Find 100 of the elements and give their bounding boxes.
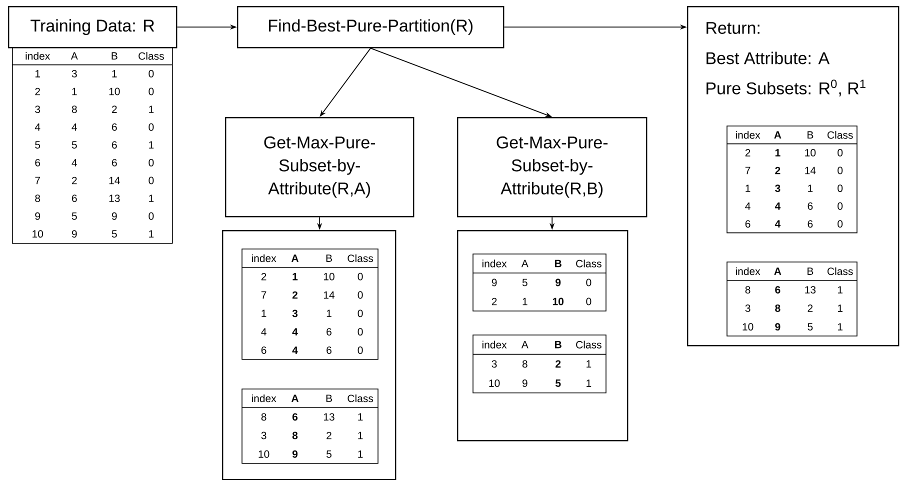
table-cell: 3 [35,106,40,114]
table-cell: 4 [292,346,298,354]
table-cell: 9 [292,450,298,458]
table-cell: 0 [838,184,843,192]
table-cell: 4 [34,124,40,131]
table-cell: 10 [552,298,564,306]
table-cell: 1 [292,273,298,280]
table-cell: Class [138,52,164,60]
table-cell: 9 [492,278,497,286]
table-cell: 0 [586,298,592,306]
process-box: Get-Max-Pure-Subset-by-Attribute(R,B) [457,117,648,218]
table-cell: 4 [292,328,298,336]
table-cell: 8 [35,194,40,202]
table-cell: A [291,394,298,402]
table-cell: 4 [745,202,750,210]
table-cell: 2 [745,149,750,156]
table-cell: index [736,267,760,276]
table-cell: 0 [358,346,363,354]
table-cell: 0 [148,123,154,131]
table-cell: 10 [109,88,120,96]
table-cell: 1 [262,310,266,318]
table-cell: 5 [112,230,117,238]
table-cell: 8 [292,432,298,440]
table-cell: 2 [775,166,780,174]
table-cell: 10 [742,323,754,331]
output-box [222,230,396,480]
table-cell: 0 [838,166,843,174]
table-cell: 8 [522,360,528,368]
table-cell: 6 [292,413,298,421]
table-cell: 5 [72,141,77,149]
table-cell: A [774,268,782,275]
table-cell: 1 [522,298,528,306]
table-cell: 4 [261,328,266,336]
table-cell: A [291,254,298,262]
table-cell: 1 [149,141,154,149]
table-cell: 10 [258,450,270,458]
table-cell: 9 [556,278,561,286]
table-cell: Class [348,254,374,262]
table-cell: 2 [35,88,40,96]
table-cell: 6 [112,123,117,131]
table-cell: 4 [72,159,77,166]
table-cell: 9 [35,212,40,220]
table-cell: 9 [72,230,77,238]
table-cell: 5 [72,212,77,220]
table-cell: 1 [112,70,117,78]
table-cell: 1 [149,230,154,238]
table-cell: B [555,341,562,348]
table-cell: 2 [112,106,117,113]
table-cell: 2 [326,432,332,440]
table-cell: 3 [261,432,266,440]
table-cell: Class [828,267,853,276]
table-cell: 1 [72,88,77,96]
table-cell: 1 [838,304,842,312]
table-cell: B [112,52,118,60]
table-cell: 10 [805,149,816,156]
table-cell: 13 [805,286,816,294]
table-cell: 6 [808,202,813,210]
table-cell: 6 [326,328,332,336]
table-cell: B [555,260,562,268]
table-cell: 9 [112,212,117,220]
table-cell: Class [828,131,853,139]
table-cell: 13 [324,413,334,421]
input-box: Training Data: R [8,6,178,48]
table-cell: 9 [522,380,528,387]
table-cell: 10 [32,230,44,238]
table-cell: index [736,131,760,139]
table-cell: 6 [326,346,332,354]
table-cell: 6 [261,346,266,354]
table-cell: 9 [775,323,780,331]
table-cell: 2 [808,304,813,312]
table-cell: 5 [35,141,40,149]
table-cell: 1 [149,106,154,113]
table-cell: 14 [324,291,335,299]
table-cell: 0 [148,159,154,166]
table-cell: A [521,341,528,348]
table-cell: 6 [112,141,117,149]
table-cell: 0 [358,328,363,336]
table-cell: 7 [261,291,266,299]
table-cell: Class [576,340,602,348]
table-cell: 0 [838,149,843,156]
table-cell: 2 [292,291,298,299]
table-cell: 6 [112,159,117,166]
table-cell: 5 [556,380,561,387]
table-cell: index [482,260,507,268]
table-cell: 10 [489,380,500,387]
table-cell: 1 [358,450,363,458]
table-cell: 7 [745,166,750,174]
table-cell: 0 [586,278,592,286]
table-cell: 3 [72,70,77,78]
table-cell: 5 [326,450,332,458]
table-cell: 14 [109,176,120,184]
table-cell: 5 [522,278,528,286]
table-cell: Class [576,260,602,268]
table-cell: 0 [358,272,363,280]
table-cell: A [521,260,528,268]
table-cell: index [482,340,507,348]
table-cell: B [808,131,814,139]
table-cell: B [808,268,814,275]
table-cell: B [326,394,332,402]
table-cell: 6 [808,220,813,228]
